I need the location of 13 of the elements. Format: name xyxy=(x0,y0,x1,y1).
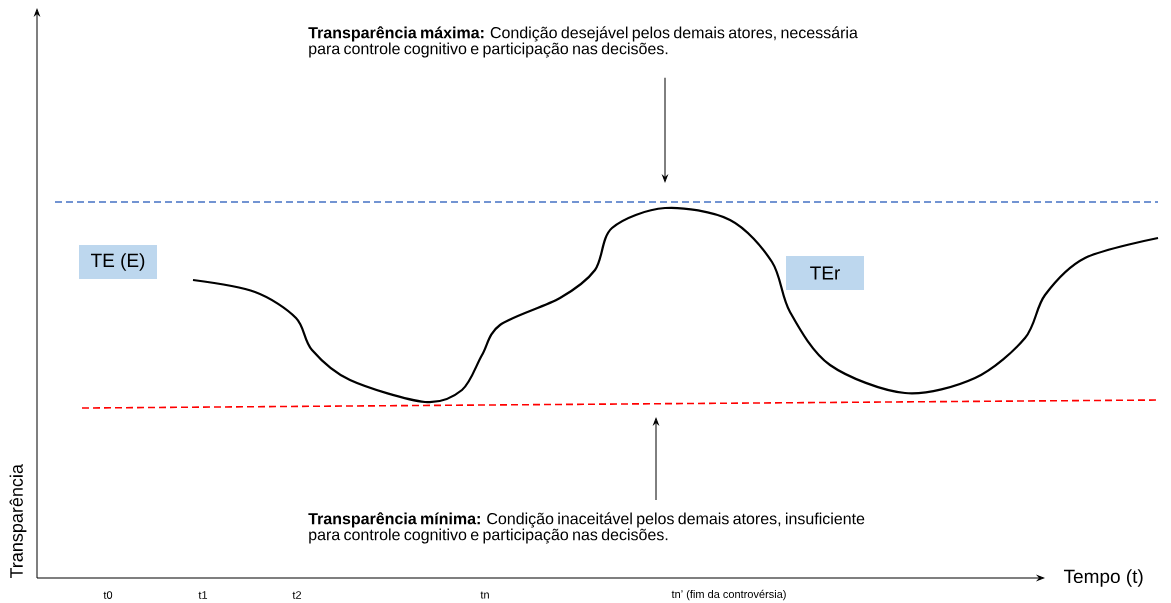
axis-label: Tempo (t) xyxy=(1063,569,1143,587)
label-box: TEr xyxy=(786,256,864,290)
tick-label: tn’ (fim da controvérsia) xyxy=(671,589,786,601)
arrow xyxy=(662,77,668,183)
arrow xyxy=(653,417,659,501)
tick-label: t2 xyxy=(292,591,302,599)
annotation-text: Transparência máxima: Condição desejável pelos demais atores, necessária para controle cognitivo e participação nas decisões. xyxy=(308,26,858,58)
label-box: TE (E) xyxy=(79,245,157,279)
tick-label: t0 xyxy=(103,591,113,599)
annotation-text: Transparência mínima: Condição inaceitável pelos demais atores, insuficiente para controle cognitivo e participação nas decisões. xyxy=(308,512,865,544)
tick-label: tn xyxy=(480,591,489,599)
axis-label: Transparência xyxy=(9,464,27,579)
tick-label: t1 xyxy=(198,591,208,599)
